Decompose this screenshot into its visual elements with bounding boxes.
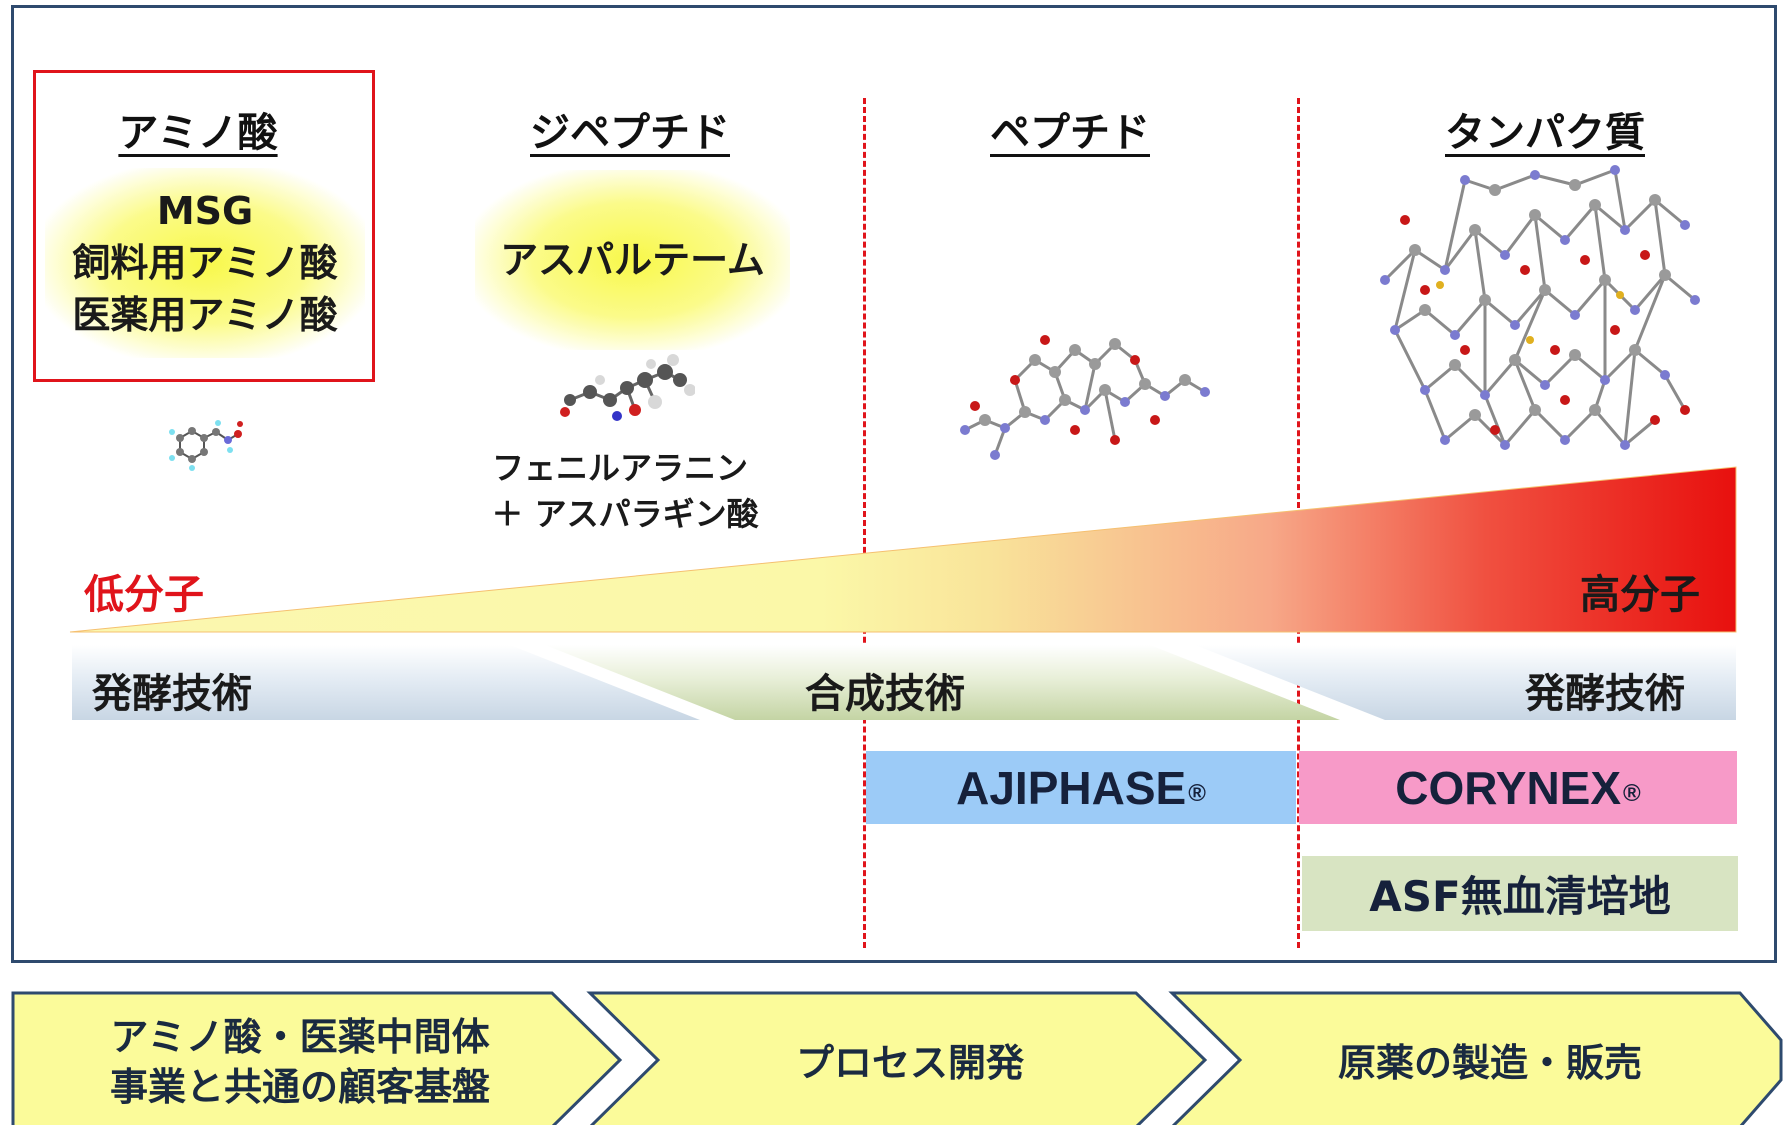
amino-product-list: MSG 飼料用アミノ酸 医薬用アミノ酸 — [45, 168, 365, 358]
divider-dipeptide-peptide — [863, 98, 866, 948]
category-title-peptide: ペプチド — [990, 110, 1150, 156]
category-title-protein: タンパク質 — [1445, 110, 1645, 156]
flow-step1-line1: アミノ酸・医薬中間体 — [110, 1015, 490, 1059]
band-fermentation-right: 発酵技術 — [1525, 671, 1685, 717]
amino-product-feed: 飼料用アミノ酸 — [72, 241, 338, 285]
corynex-label: CORYNEX — [1395, 761, 1622, 814]
flow-step-customer-base: アミノ酸・医薬中間体 事業と共通の顧客基盤 — [40, 1012, 560, 1112]
high-molecular-label: 高分子 — [1580, 572, 1700, 618]
dipeptide-product: アスパルテーム — [475, 170, 790, 350]
peptide-molecule-icon — [960, 335, 1210, 460]
dipeptide-caption-line2: ＋ アスパラギン酸 — [491, 495, 759, 533]
flow-step1-line2: 事業と共通の顧客基盤 — [109, 1065, 490, 1109]
flow-chevrons — [11, 991, 1783, 1125]
amino-acid-molecule-icon — [169, 420, 243, 471]
band-fermentation-left: 発酵技術 — [92, 671, 252, 717]
flow-step-manufacturing-sales: 原薬の製造・販売 — [1337, 1041, 1642, 1085]
low-molecular-label: 低分子 — [84, 572, 204, 618]
amino-acid-highlight-box — [33, 70, 375, 382]
asf-box: ASF無血清培地 — [1302, 856, 1738, 931]
flow-step-process-development: プロセス開発 — [795, 1041, 1024, 1085]
technology-bands — [72, 645, 1736, 720]
ajiphase-label: AJIPHASE — [956, 761, 1187, 814]
corynex-registered-mark: ® — [1623, 779, 1641, 807]
category-title-dipeptide: ジペプチド — [530, 110, 730, 156]
category-title-amino-acid: アミノ酸 — [118, 110, 278, 156]
dipeptide-caption-line1: フェニルアラニン — [491, 449, 748, 487]
band-synthesis: 合成技術 — [805, 671, 965, 717]
corynex-box: CORYNEX® — [1299, 751, 1737, 824]
asf-label: ASF無血清培地 — [1369, 872, 1671, 921]
protein-molecule-icon — [1380, 165, 1700, 450]
dipeptide-molecule-icon — [560, 354, 695, 421]
amino-product-msg: MSG — [156, 189, 254, 233]
molecular-weight-wedge — [69, 466, 1737, 633]
ajiphase-box: AJIPHASE® — [866, 751, 1296, 824]
dipeptide-product-aspartame: アスパルテーム — [500, 238, 765, 282]
ajiphase-registered-mark: ® — [1188, 779, 1206, 807]
amino-product-pharma: 医薬用アミノ酸 — [72, 293, 338, 337]
